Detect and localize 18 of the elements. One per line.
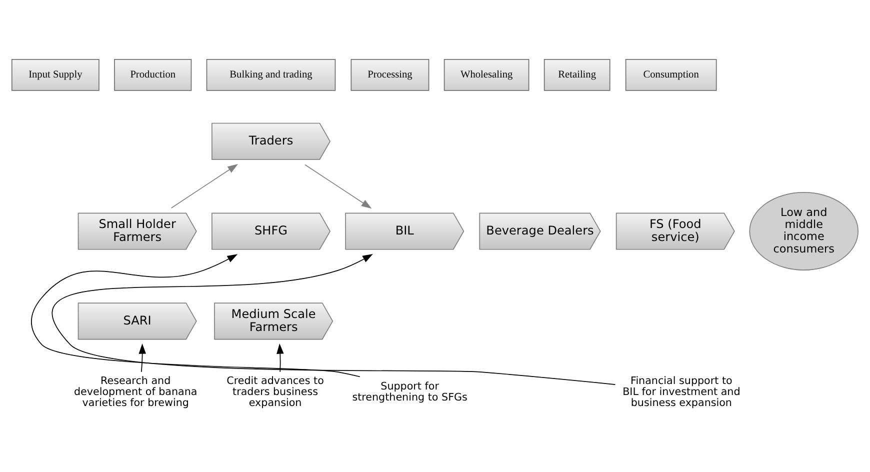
node-box: Wholesaling [444,59,530,91]
arrow [30,254,360,378]
node-box: Production [114,59,192,91]
arrow [52,254,616,385]
node-box: Input Supply [11,59,100,91]
node-text: Research and development of banana varieties for brewing [74,374,198,410]
node-box: Consumption [625,59,717,91]
node-text: Credit advances to traders business expansion [226,374,324,410]
node-box: Processing [350,59,430,91]
arrow [138,343,146,372]
arrow [170,164,238,208]
node-text: Support for strengthening to SFGs [352,380,468,404]
node-ellipse: Low and middle income consumers [749,192,858,270]
node-text: Financial support to BIL for investment and business expansion [622,374,740,410]
node-box: Bulking and trading [206,59,336,91]
node-box: Retailing [544,59,610,91]
arrow [304,164,372,209]
arrow [276,343,284,372]
